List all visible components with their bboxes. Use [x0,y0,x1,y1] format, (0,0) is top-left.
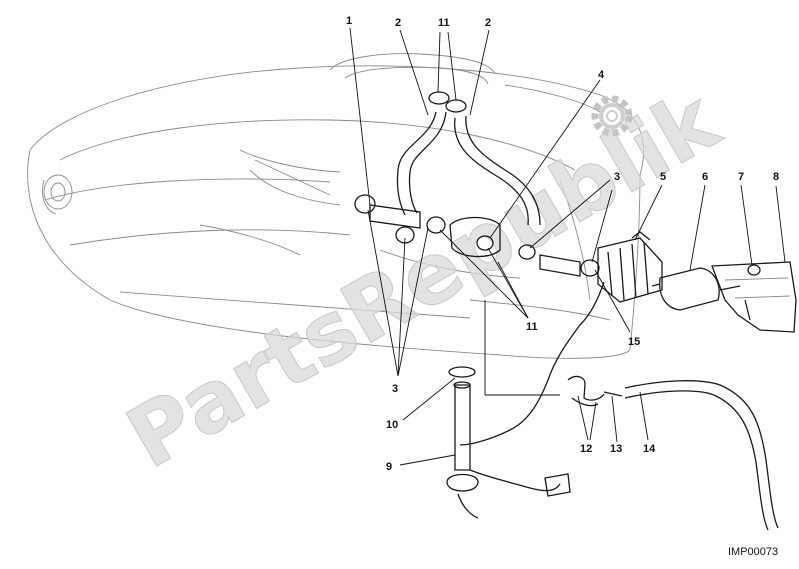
callout-9: 9 [386,461,392,473]
nut-part [747,264,761,276]
hose-connectors [567,375,623,407]
fuel-tank-outline [27,53,644,359]
breather-hoses [396,111,541,226]
callout-7: 7 [738,171,744,183]
watermark-text: PartsRepublik [111,70,736,487]
callout-10: 10 [386,419,398,431]
callout-4: 4 [598,69,605,81]
leader-lines [349,27,786,466]
fuel-level-sensor [446,366,571,519]
callout-3: 3 [392,383,398,395]
pipe-fitting-assembly [354,194,600,277]
callout-1: 1 [346,15,352,27]
fuel-pump-housing [597,231,663,303]
callout-13: 13 [610,443,622,455]
callout-2: 2 [395,17,401,29]
diagram-code: IMP00073 [728,546,778,558]
callout-3: 3 [614,171,620,183]
gear-logo-icon [591,95,633,137]
fuel-pump [651,267,741,311]
callout-11: 11 [438,17,450,29]
callout-11: 11 [526,321,538,333]
fuel-filter [711,261,797,333]
hose-clamps-11 [428,91,467,113]
callout-5: 5 [660,171,666,183]
fuel-return-hose [624,380,779,531]
callout-8: 8 [773,171,779,183]
callout-labels: 1 2 11 2 4 3 5 6 7 8 11 15 3 10 12 13 14… [346,15,779,473]
callout-2: 2 [485,17,491,29]
callout-6: 6 [702,171,708,183]
callout-14: 14 [643,443,656,455]
callout-12: 12 [580,443,592,455]
callout-15: 15 [628,336,640,348]
electrical-wire [459,281,605,492]
